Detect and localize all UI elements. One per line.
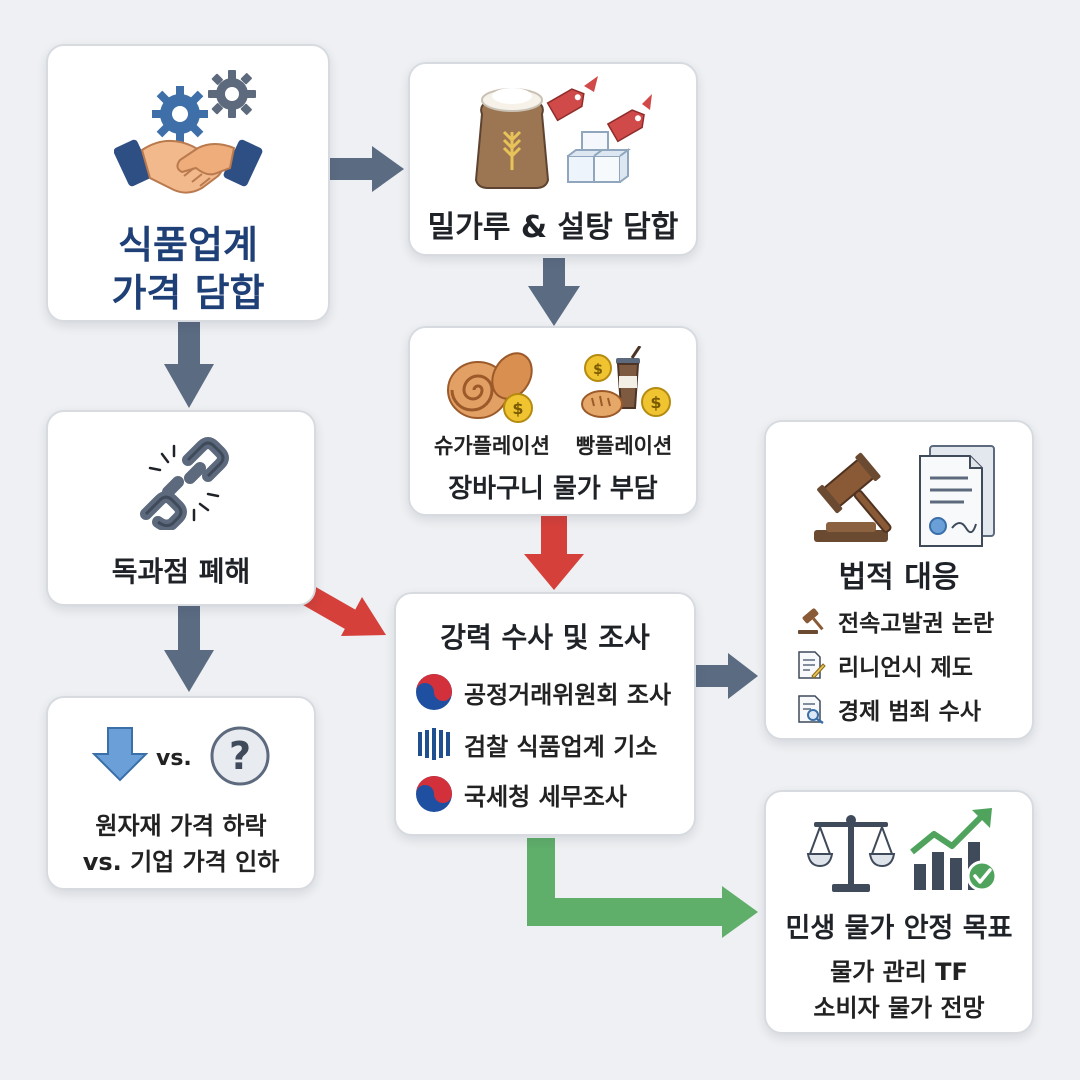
- legal-item: 전속고발권 논란: [796, 604, 994, 638]
- broken-chain-icon: [140, 437, 229, 530]
- investigation-item: 공정거래위원회 조사: [414, 672, 671, 712]
- document-search-icon: [798, 695, 824, 724]
- main-title-line2: 가격 담합: [111, 271, 265, 315]
- arrow-inflation-to-investigation: [524, 514, 584, 590]
- arrow-investigation-to-legal: [696, 653, 758, 699]
- gavel-small-icon: [798, 608, 824, 634]
- flour-sugar-price-icon: [474, 76, 652, 189]
- legal-item-label: 리니언시 제도: [838, 655, 973, 681]
- vs-label: vs.: [156, 746, 192, 771]
- collusion-card: 밀가루 & 설탕 담합: [408, 62, 698, 256]
- korea-taeguk-icon: [416, 776, 452, 812]
- document-pen-icon: [798, 651, 826, 679]
- bread-coffee-coin-icon: $ $: [581, 346, 671, 418]
- arrow-monopoly-to-raw: [164, 606, 214, 692]
- main-card: 식품업계 가격 담합: [46, 44, 330, 322]
- monopoly-title: 독과점 폐해: [111, 555, 251, 588]
- prosecution-emblem-icon: [418, 728, 450, 760]
- sugarflation-label: 슈가플레이션: [434, 434, 550, 458]
- investigation-item-label: 국세청 세무조사: [464, 782, 627, 811]
- legal-item: 리니언시 제도: [796, 648, 973, 682]
- growth-chart-check-icon: [910, 808, 998, 892]
- investigation-item-label: 검찰 식품업계 기소: [464, 732, 658, 761]
- goal-line1: 물가 관리 TF: [830, 958, 968, 986]
- goal-card: 민생 물가 안정 목표 물가 관리 TF 소비자 물가 전망: [764, 790, 1034, 1034]
- monopoly-card: 독과점 폐해: [46, 410, 316, 606]
- balance-scale-icon: [806, 815, 896, 892]
- svg-text:$: $: [593, 362, 603, 378]
- main-title-line1: 식품업계: [118, 223, 258, 267]
- raw-line1: 원자재 가격 하락: [95, 812, 267, 840]
- legal-document-icon: [919, 445, 995, 547]
- handshake-gears-icon: [114, 70, 263, 194]
- arrow-monopoly-to-investigation: [303, 586, 386, 636]
- legal-item-label: 경제 범죄 수사: [838, 699, 981, 725]
- inflation-caption: 장바구니 물가 부담: [448, 474, 658, 504]
- svg-text:$: $: [650, 393, 661, 412]
- svg-text:$: $: [512, 399, 523, 418]
- arrow-collusion-to-inflation: [528, 258, 580, 326]
- legal-card: 법적 대응 전속고발권 논란 리니언시 제도 경제 범죄 수사: [764, 420, 1034, 740]
- down-arrow-icon: [91, 727, 149, 782]
- svg-text:?: ?: [229, 734, 251, 778]
- raw-material-card: vs. ? 원자재 가격 하락 vs. 기업 가격 인하: [46, 696, 316, 890]
- investigation-item-label: 공정거래위원회 조사: [464, 680, 672, 709]
- investigation-title: 강력 수사 및 조사: [440, 621, 650, 654]
- legal-item: 경제 범죄 수사: [796, 692, 981, 726]
- investigation-card: 강력 수사 및 조사 공정거래위원회 조사 검찰 식품업계 기소 국세청 세무조…: [394, 592, 696, 836]
- arrow-main-to-collusion: [330, 146, 404, 192]
- legal-item-label: 전속고발권 논란: [838, 611, 995, 637]
- question-mark-icon: ?: [210, 726, 270, 786]
- goal-line2: 소비자 물가 전망: [813, 994, 985, 1022]
- inflation-card: $ $ $ 슈가플레이션 빵플레이션 장바구니 물가 부담: [408, 326, 698, 516]
- investigation-item: 국세청 세무조사: [414, 774, 627, 814]
- gavel-icon: [814, 452, 892, 542]
- bread-roll-coin-icon: $: [447, 352, 533, 423]
- goal-title: 민생 물가 안정 목표: [785, 913, 1013, 944]
- breadflation-label: 빵플레이션: [575, 434, 673, 458]
- collusion-title: 밀가루 & 설탕 담합: [427, 210, 679, 245]
- arrow-investigation-to-goal: [527, 838, 758, 938]
- arrow-main-to-monopoly: [164, 322, 214, 408]
- legal-title: 법적 대응: [838, 560, 960, 595]
- investigation-item: 검찰 식품업계 기소: [414, 724, 657, 764]
- korea-taeguk-icon: [416, 674, 452, 710]
- raw-line2: vs. 기업 가격 인하: [82, 848, 280, 876]
